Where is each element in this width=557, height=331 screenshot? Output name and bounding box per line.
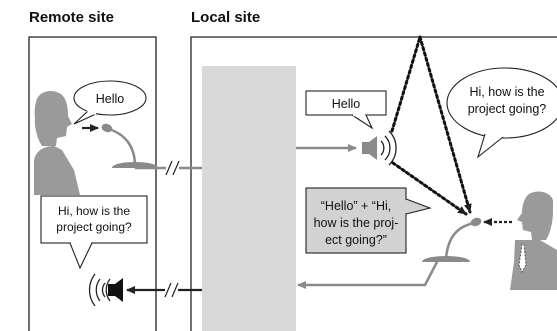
remote-heard-line-1: Hi, how is the (58, 204, 130, 218)
mixed-line-2: how is the proj- (314, 216, 399, 230)
acoustic-echo-paths (390, 35, 472, 216)
echo-canceller-block (202, 66, 296, 331)
remote-bubble-text: Hello (96, 92, 125, 106)
local-person-icon (510, 191, 557, 290)
remote-person-icon (34, 90, 80, 195)
remote-microphone-icon (101, 123, 158, 168)
remote-loudspeaker-icon (88, 273, 123, 307)
local-bubble-line-1: Hi, how is the (469, 85, 544, 99)
local-microphone-icon (422, 217, 482, 262)
local-bubble-line-2: project going? (468, 102, 547, 116)
network-break-mark-bottom (164, 282, 179, 298)
local-speech-bubble (446, 67, 557, 159)
remote-site-title: Remote site (29, 9, 114, 26)
local-speaker-hello-box (305, 90, 387, 130)
local-site-title: Local site (191, 9, 260, 26)
local-speaker-hello-text: Hello (332, 97, 361, 111)
remote-heard-box (40, 195, 148, 270)
remote-mic-line (134, 164, 166, 170)
local-site-frame (190, 36, 557, 331)
local-loudspeaker-icon (362, 130, 397, 166)
mixed-line-1: “Hello” + “Hi, (321, 199, 392, 213)
local-mic-to-echo-arrow (297, 258, 446, 289)
network-break-mark-top (165, 160, 180, 176)
remote-heard-line-2: project going? (56, 220, 132, 234)
remote-site-frame (28, 36, 157, 331)
local-mixed-signal-box (305, 187, 432, 254)
remote-speech-bubble (73, 80, 147, 125)
mixed-line-3: ect going?” (325, 233, 387, 247)
